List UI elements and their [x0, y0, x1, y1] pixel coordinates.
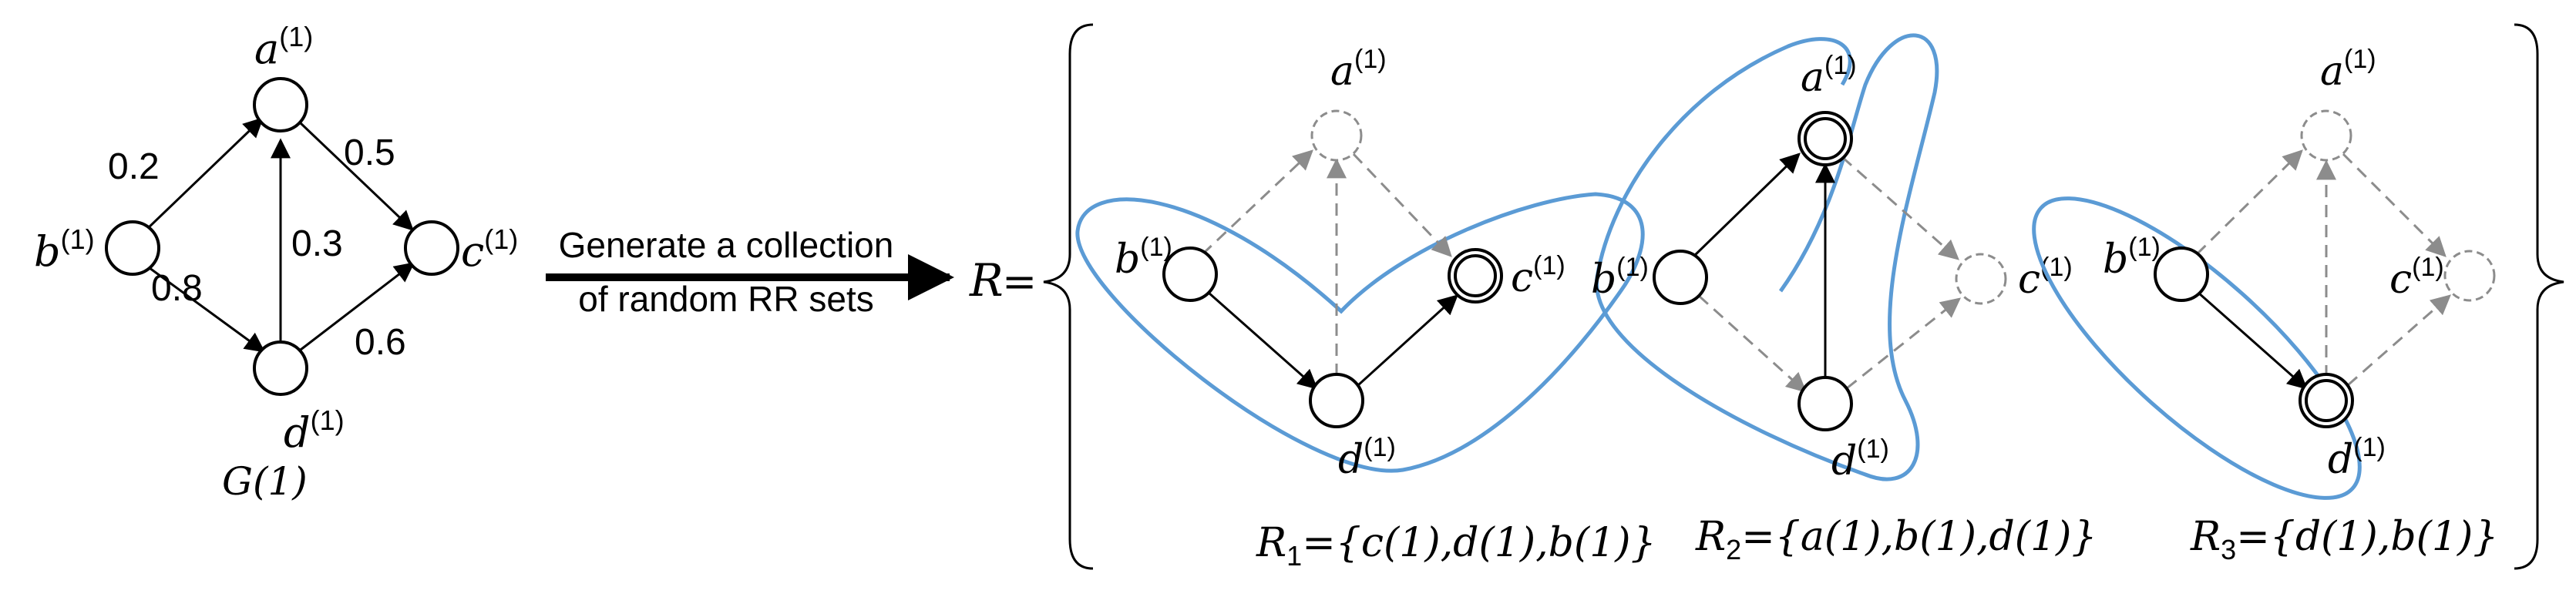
- rr1-edge-a-c: [1352, 153, 1452, 257]
- rr3-label-c: c(1): [2389, 253, 2444, 303]
- rr2-node-a-root-inner: [1804, 117, 1847, 160]
- rr-set-1-outline: [1075, 192, 1645, 473]
- weight-d-c: 0.6: [355, 322, 406, 363]
- rr2-label-a: a(1): [1801, 51, 1857, 101]
- arrow-caption-line1: Generate a collection: [559, 225, 894, 265]
- rr2-edge-b-a: [1691, 153, 1801, 259]
- original-graph: a(1) b(1) c(1) d(1) 0.2 0.5 0.3 0.8 0.6 …: [34, 21, 518, 504]
- weight-b-a: 0.2: [108, 146, 160, 187]
- rr2-label-b: b(1): [1591, 253, 1649, 303]
- arrow-caption-line2: of random RR sets: [578, 279, 873, 319]
- graph-name: G(1): [222, 459, 308, 504]
- rr3-label-b: b(1): [2103, 233, 2161, 283]
- rr2-edge-b-d: [1697, 294, 1807, 393]
- rr3-label-d: d(1): [2328, 433, 2386, 483]
- rr2-node-c: [1955, 253, 2007, 305]
- rr1-edge-b-d: [1208, 291, 1318, 390]
- rr1-edge-d-c: [1357, 294, 1458, 387]
- rr1-node-d: [1309, 373, 1364, 428]
- rr1-node-c-root: [1448, 248, 1503, 304]
- edge-d-c: [300, 262, 415, 351]
- rr2-edge-d-c: [1846, 297, 1962, 390]
- node-c: [404, 220, 459, 276]
- rr-set-2: a(1) b(1) c(1) d(1) R2={a(1),b(1),d(1)}: [1591, 33, 2097, 565]
- graph-edges: [145, 117, 415, 353]
- rr3-edge-a-c: [2342, 153, 2447, 257]
- rr3-edge-b-d: [2198, 291, 2308, 390]
- rr1-node-b: [1162, 247, 1218, 302]
- rr1-label-d: d(1): [1338, 433, 1396, 483]
- rr3-node-c: [2443, 250, 2496, 302]
- label-c: c(1): [461, 223, 518, 276]
- generate-arrow: Generate a collection of random RR sets: [546, 225, 954, 319]
- rr2-label-d: d(1): [1831, 434, 1889, 485]
- rr1-label-a: a(1): [1330, 45, 1387, 95]
- rr2-node-d: [1797, 376, 1853, 431]
- collection-equation: R =: [969, 23, 2564, 570]
- rr3-node-d-root-inner: [2305, 379, 2348, 422]
- collection-equals: =: [1002, 257, 1037, 306]
- rr-set-2-outline: [1595, 33, 1939, 481]
- graph-nodes: [105, 77, 459, 396]
- rr-set-1: a(1) b(1) c(1) d(1) R1={c(1),d(1),b(1)}: [1075, 45, 1656, 572]
- rr-set-3-outline: [2032, 196, 2362, 500]
- rr-set-2-caption: R2={a(1),b(1),d(1)}: [1695, 514, 2097, 565]
- edge-weights: 0.2 0.5 0.3 0.8 0.6: [108, 132, 406, 363]
- rr-set-3: a(1) b(1) c(1) d(1) R3={d(1),b(1)}: [2032, 45, 2498, 565]
- node-d: [253, 340, 308, 396]
- rr2-edge-a-c: [1841, 156, 1959, 260]
- rr1-label-c: c(1): [1511, 251, 1565, 301]
- rr3-label-a: a(1): [2320, 45, 2376, 95]
- collection-symbol: R: [969, 254, 1004, 307]
- rr3-edge-d-c: [2347, 294, 2451, 387]
- rr3-edge-b-a: [2195, 149, 2303, 256]
- rr2-node-b: [1653, 250, 1708, 305]
- rr1-edge-b-a: [1201, 149, 1313, 256]
- rr-set-1-caption: R1={c(1),d(1),b(1)}: [1256, 520, 1656, 572]
- weight-d-a: 0.3: [291, 223, 343, 264]
- edge-a-c: [298, 120, 414, 231]
- weight-a-c: 0.5: [344, 132, 395, 173]
- rr3-node-a: [2300, 109, 2352, 162]
- rr1-node-a: [1310, 109, 1363, 162]
- node-b: [105, 220, 160, 276]
- rr1-label-b: b(1): [1115, 233, 1172, 283]
- rr2-label-c: c(1): [2018, 253, 2073, 303]
- rr3-node-d-root: [2299, 373, 2354, 428]
- node-a: [253, 77, 308, 132]
- left-brace: [1043, 23, 1094, 570]
- rr2-node-a-root: [1797, 111, 1853, 166]
- rr3-node-b: [2154, 247, 2209, 302]
- right-brace: [2514, 23, 2564, 570]
- graph-node-labels: a(1) b(1) c(1) d(1): [34, 21, 518, 457]
- label-d: d(1): [284, 404, 345, 457]
- edge-b-a: [145, 117, 264, 231]
- label-b: b(1): [34, 223, 95, 276]
- label-a: a(1): [254, 21, 313, 73]
- edge-b-d: [146, 264, 266, 353]
- weight-b-d: 0.8: [151, 268, 203, 309]
- rr-set-3-caption: R3={d(1),b(1)}: [2190, 514, 2498, 565]
- rr1-node-c-root-inner: [1454, 254, 1497, 297]
